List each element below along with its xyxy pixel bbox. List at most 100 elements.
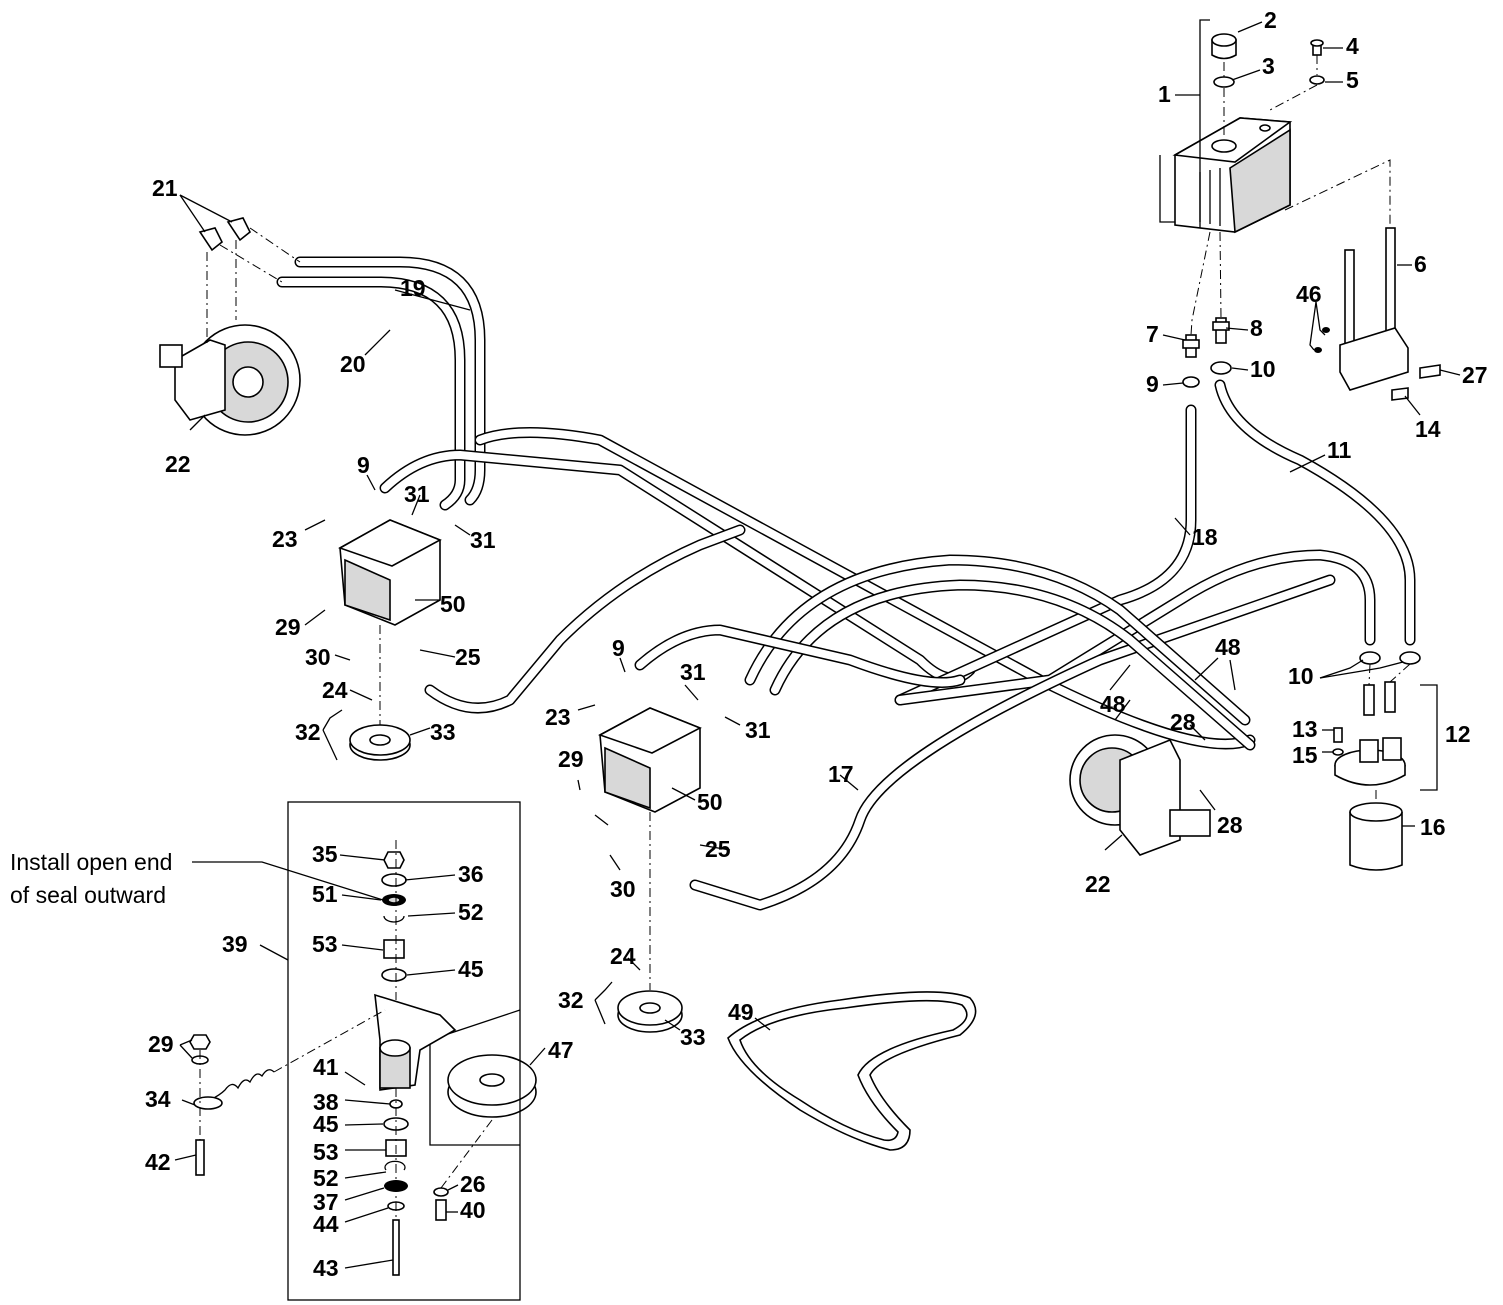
callout-30-right: 30 <box>610 876 636 902</box>
callout-31-d: 31 <box>745 717 771 743</box>
reservoir-tank <box>1172 117 1293 234</box>
callout-36: 36 <box>458 861 484 887</box>
callout-15: 15 <box>1292 742 1318 768</box>
washer-26 <box>433 1187 449 1197</box>
washer-15 <box>1332 748 1344 756</box>
callout-48-lower: 48 <box>1100 691 1126 717</box>
callout-31-b: 31 <box>470 527 496 553</box>
callout-10-filter: 10 <box>1288 663 1314 689</box>
nut-29-idler <box>189 1034 211 1065</box>
motor-22-right <box>1069 734 1211 856</box>
callout-24-left: 24 <box>322 677 348 703</box>
idler-pulley-47 <box>447 1054 537 1118</box>
callout-9-mid: 9 <box>612 635 625 661</box>
screw-4 <box>1310 39 1324 56</box>
callout-12: 12 <box>1445 721 1471 747</box>
hose-20 <box>276 276 466 511</box>
callout-37: 37 <box>313 1189 339 1215</box>
callout-33-right: 33 <box>680 1024 706 1050</box>
callout-29-idler: 29 <box>148 1031 174 1057</box>
clamp-10-filter-a <box>1359 651 1381 665</box>
callout-28-bottom: 28 <box>1217 812 1243 838</box>
callout-43: 43 <box>313 1255 339 1281</box>
pulley-33-right <box>617 990 683 1033</box>
callout-40: 40 <box>460 1197 486 1223</box>
clamp-10-tank <box>1210 361 1232 375</box>
hose-filter-in <box>894 549 1376 706</box>
hose-long-upper <box>474 427 1256 750</box>
callout-4: 4 <box>1346 33 1359 59</box>
callout-53-bottom: 53 <box>313 1139 339 1165</box>
callout-21: 21 <box>152 175 178 201</box>
callout-10-tank: 10 <box>1250 356 1276 382</box>
callout-29-right: 29 <box>558 746 584 772</box>
fitting-7 <box>1182 334 1200 358</box>
bolt-40 <box>435 1199 447 1221</box>
reservoir-cap <box>1211 33 1237 60</box>
bolt-42 <box>195 1139 205 1176</box>
callout-13: 13 <box>1292 716 1318 742</box>
callout-48-upper: 48 <box>1215 634 1241 660</box>
callout-52-bottom: 52 <box>313 1165 339 1191</box>
hose-pump1-out <box>424 524 746 714</box>
callout-53-top: 53 <box>312 931 338 957</box>
callout-45-top: 45 <box>458 956 484 982</box>
washer-5 <box>1309 75 1325 85</box>
callout-numbers: 1 2 3 4 5 6 7 8 9 9 9 10 10 11 12 13 14 … <box>145 7 1488 1281</box>
callout-3: 3 <box>1262 53 1275 79</box>
spring-34 <box>193 1069 275 1110</box>
callout-45-bottom: 45 <box>313 1111 339 1137</box>
hose-18 <box>894 404 1197 706</box>
callout-34: 34 <box>145 1086 171 1112</box>
callout-25-left: 25 <box>455 644 481 670</box>
callout-6: 6 <box>1414 251 1427 277</box>
callout-33-left: 33 <box>430 719 456 745</box>
callout-30-left: 30 <box>305 644 331 670</box>
pump-50-right <box>598 707 702 813</box>
callout-18: 18 <box>1192 524 1218 550</box>
callout-1: 1 <box>1158 81 1171 107</box>
motor-22-left <box>159 324 301 436</box>
callout-35: 35 <box>312 841 338 867</box>
hose-17 <box>689 574 1336 911</box>
belt-49 <box>727 991 977 1151</box>
filter-head <box>1334 737 1406 786</box>
callout-31-a: 31 <box>404 481 430 507</box>
tank-bracket <box>1314 227 1409 391</box>
idler-arm-39 <box>374 993 457 1091</box>
cap-gasket <box>1213 76 1235 88</box>
filter-fittings <box>1363 681 1396 716</box>
hose-19 <box>294 256 486 506</box>
callout-46: 46 <box>1296 281 1322 307</box>
idler-assembly-frame <box>287 801 521 1301</box>
hoses <box>276 256 1416 911</box>
callout-38: 38 <box>313 1089 339 1115</box>
callout-22-right: 22 <box>1085 871 1111 897</box>
callout-16: 16 <box>1420 814 1446 840</box>
install-note: Install open end of seal outward <box>10 849 384 908</box>
callout-50-right: 50 <box>697 789 723 815</box>
callout-26: 26 <box>460 1171 486 1197</box>
screw-13 <box>1333 727 1343 743</box>
callout-27: 27 <box>1462 362 1488 388</box>
callout-20: 20 <box>340 351 366 377</box>
callout-42: 42 <box>145 1149 171 1175</box>
callout-23-left: 23 <box>272 526 298 552</box>
callout-44: 44 <box>313 1211 339 1237</box>
hose-9-mid <box>634 624 966 688</box>
callout-51: 51 <box>312 881 338 907</box>
callout-17: 17 <box>828 761 854 787</box>
callout-9-tank: 9 <box>1146 371 1159 397</box>
pump-50-left <box>338 519 442 626</box>
pulley-33-left <box>349 724 411 761</box>
callout-8: 8 <box>1250 315 1263 341</box>
callout-23-right: 23 <box>545 704 571 730</box>
callout-5: 5 <box>1346 67 1359 93</box>
hose-48b <box>769 579 1256 751</box>
bolt-14 <box>1391 387 1409 401</box>
callout-39: 39 <box>222 931 248 957</box>
callout-31-c: 31 <box>680 659 706 685</box>
hose-48a <box>744 554 1251 726</box>
note-line-2: of seal outward <box>10 882 166 908</box>
callout-41: 41 <box>313 1054 339 1080</box>
